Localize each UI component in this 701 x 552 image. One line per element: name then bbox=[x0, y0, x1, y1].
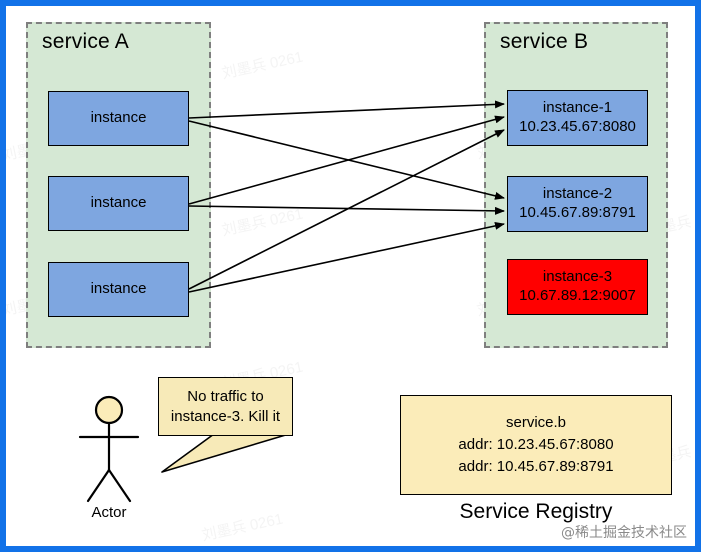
service-b-instance-1[interactable]: instance-1 10.23.45.67:8080 bbox=[507, 90, 648, 146]
edge-a1-to-b1 bbox=[188, 100, 505, 119]
instance-address: 10.45.67.89:8791 bbox=[519, 204, 636, 221]
instance-name: instance-2 bbox=[542, 185, 613, 203]
actor-leg-right bbox=[107, 468, 132, 503]
actor-label: Actor bbox=[91, 504, 127, 521]
instance-label: instance bbox=[90, 194, 147, 212]
instance-name: instance-3 bbox=[542, 268, 613, 286]
registry-entry: addr: 10.23.45.67:8080 bbox=[458, 436, 614, 454]
instance-name: instance-1 bbox=[542, 99, 613, 117]
diagram-canvas: 刘墨兵 0261 刘墨兵 0261 刘墨兵 0261 刘墨兵 0261 刘墨兵 … bbox=[6, 6, 695, 546]
watermark-tile: 刘墨兵 0261 bbox=[220, 48, 305, 83]
edge-a3-to-b1 bbox=[188, 129, 505, 290]
service-a-instance-3[interactable]: instance bbox=[48, 262, 189, 317]
registry-entry: addr: 10.45.67.89:8791 bbox=[458, 457, 614, 475]
instance-label: instance bbox=[90, 109, 147, 127]
registry-service-name: service.b bbox=[505, 414, 567, 432]
edge-a2-to-b2 bbox=[188, 205, 505, 215]
bubble-line-2: instance-3. Kill it bbox=[170, 407, 281, 425]
instance-address: 10.23.45.67:8080 bbox=[519, 118, 636, 135]
service-b-instance-2[interactable]: instance-2 10.45.67.89:8791 bbox=[507, 176, 648, 232]
edge-a2-to-b1 bbox=[188, 115, 505, 205]
service-b-instance-3[interactable]: instance-3 10.67.89.12:9007 bbox=[507, 259, 648, 315]
watermark-tile: 刘墨兵 0261 bbox=[220, 205, 305, 240]
service-a-instance-2[interactable]: instance bbox=[48, 176, 189, 231]
bubble-line-1: No traffic to bbox=[187, 388, 264, 405]
service-a-title: service A bbox=[42, 30, 129, 53]
watermark-tile: 刘墨兵 0261 bbox=[200, 510, 285, 545]
instance-label: instance bbox=[90, 280, 147, 298]
service-a-instance-1[interactable]: instance bbox=[48, 91, 189, 146]
actor-leg-left bbox=[86, 468, 111, 503]
service-b-title: service B bbox=[500, 30, 589, 53]
service-registry-box: service.b addr: 10.23.45.67:8080 addr: 1… bbox=[400, 395, 672, 495]
edge-a1-to-b2 bbox=[188, 120, 505, 200]
speech-bubble-tail bbox=[161, 433, 290, 473]
service-registry-caption: Service Registry bbox=[459, 500, 613, 523]
speech-bubble: No traffic to instance-3. Kill it bbox=[158, 377, 293, 436]
actor-head-icon bbox=[94, 395, 124, 425]
edge-a3-to-b2 bbox=[188, 221, 505, 293]
corner-watermark: @稀土掘金技术社区 bbox=[561, 525, 687, 541]
instance-address: 10.67.89.12:9007 bbox=[519, 287, 636, 304]
